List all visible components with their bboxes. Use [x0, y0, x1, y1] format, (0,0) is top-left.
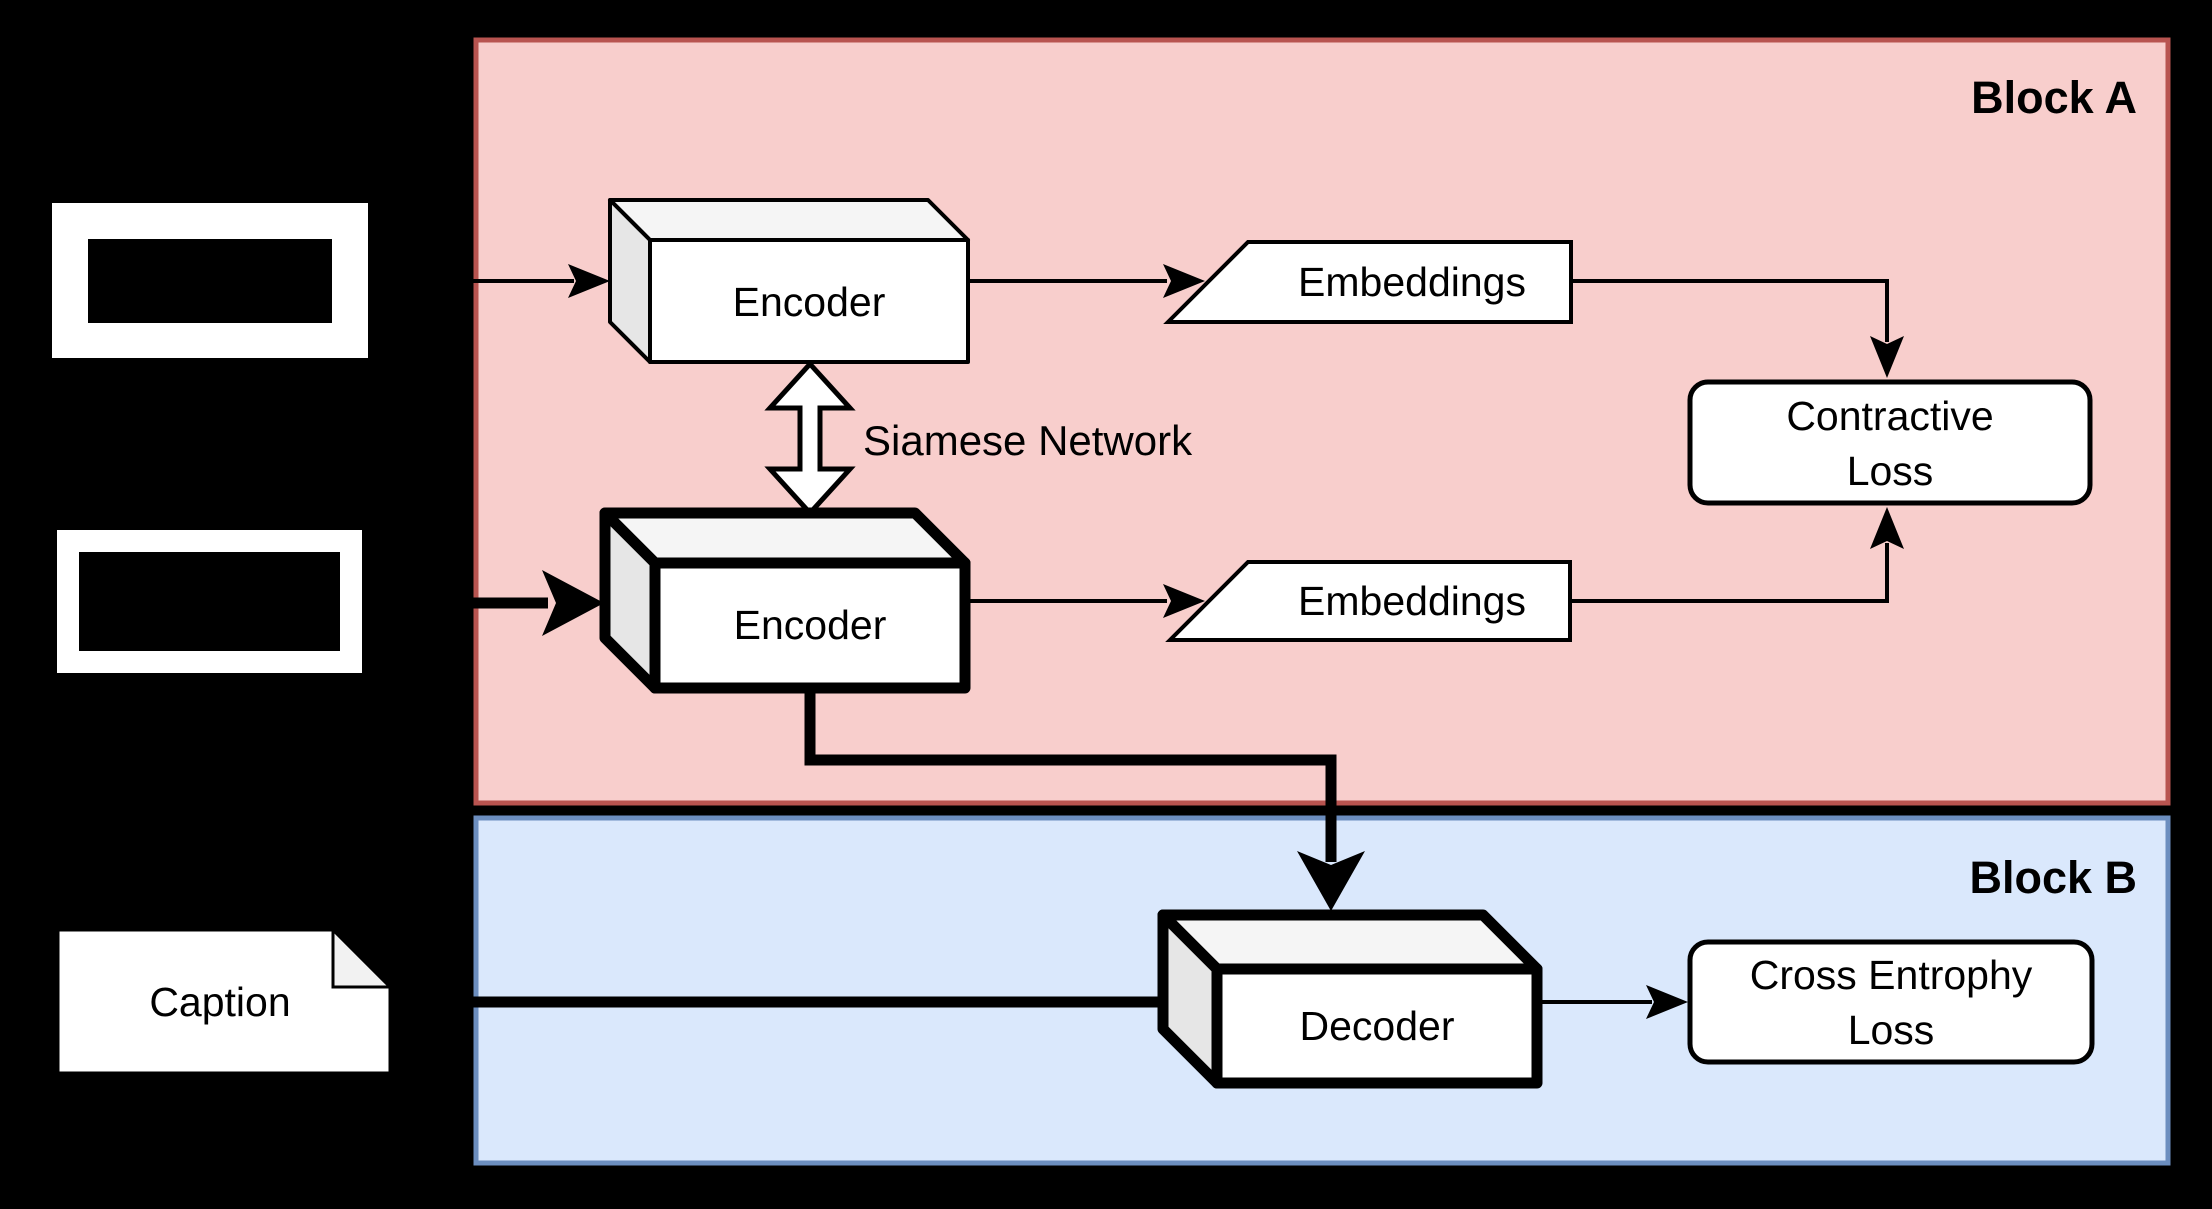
embeddings-bottom-label: Embeddings	[1298, 578, 1526, 624]
edge-embeddings-top-to-loss	[1571, 279, 1904, 378]
encoder-top-node	[608, 198, 970, 364]
caption-note: Caption	[56, 926, 394, 1075]
edge-decoder-to-cross-loss	[1537, 985, 1688, 1019]
block-a-label: Block A	[1971, 72, 2137, 123]
decoder-label: Decoder	[1300, 1003, 1455, 1049]
cross-entropy-loss-node: Cross Entrophy Loss	[1687, 939, 2095, 1065]
encoder-bottom-label: Encoder	[734, 602, 887, 648]
edge-encoder-bottom-to-decoder	[804, 688, 1365, 911]
edge-encoder-top-to-embeddings-top	[968, 264, 1205, 298]
image-placeholder-bottom	[57, 530, 362, 673]
arrowhead	[568, 264, 610, 298]
siamese-network-label: Siamese Network	[863, 417, 1193, 464]
contractive-loss-line1: Contractive	[1786, 393, 1993, 439]
arrowhead	[1163, 584, 1205, 618]
image-placeholder-top	[52, 203, 368, 358]
edge-embeddings-bottom-to-loss	[1570, 507, 1904, 603]
embeddings-bottom-node: Embeddings	[1165, 560, 1572, 642]
arrowhead	[1870, 336, 1904, 378]
cross-entropy-loss-line2: Loss	[1848, 1007, 1935, 1053]
arrowhead	[1870, 507, 1904, 549]
arrowhead	[1646, 985, 1688, 1019]
edge-image1-to-encoder-top	[368, 264, 610, 298]
contractive-loss-node: Contractive Loss	[1687, 379, 2093, 506]
decoder-node	[1157, 909, 1543, 1089]
arrowhead	[1163, 264, 1205, 298]
arrowhead	[1297, 851, 1365, 911]
cross-entropy-loss-line1: Cross Entrophy	[1750, 952, 2033, 998]
encoder-top-label: Encoder	[733, 279, 886, 325]
edge-image2-to-encoder-bottom	[362, 570, 604, 636]
contractive-loss-line2: Loss	[1847, 448, 1934, 494]
embeddings-top-node: Embeddings	[1163, 240, 1573, 324]
encoder-bottom-node	[599, 507, 971, 694]
embeddings-top-label: Embeddings	[1298, 259, 1526, 305]
caption-label: Caption	[149, 979, 290, 1025]
edge-encoder-bottom-to-embeddings-bottom	[965, 584, 1205, 618]
block-b-label: Block B	[1969, 852, 2137, 903]
arrowhead	[542, 570, 604, 636]
note-fold-corner	[331, 926, 394, 989]
